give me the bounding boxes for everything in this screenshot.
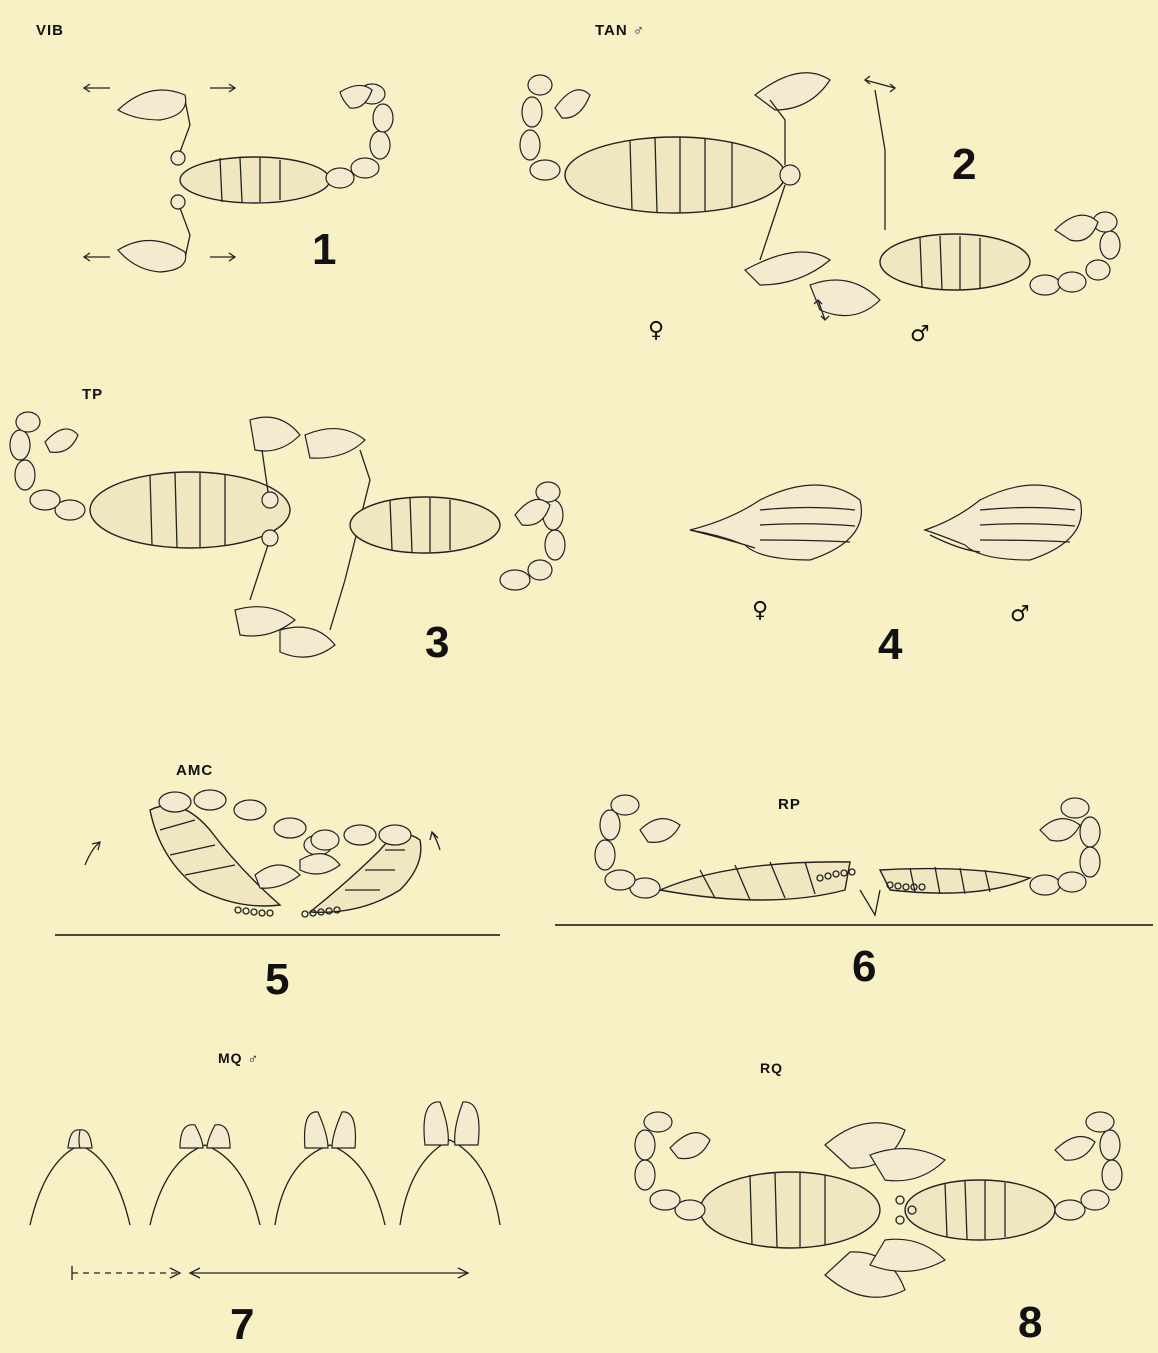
figure-2-number: 2 — [952, 140, 976, 190]
figure-4-male-symbol: ♂ — [1010, 602, 1030, 627]
figure-5-drawing — [0, 740, 520, 1010]
figure-2-drawing — [500, 0, 1158, 380]
figure-3-number: 3 — [425, 618, 449, 668]
figure-8-drawing — [600, 1060, 1158, 1353]
figure-7-number: 7 — [230, 1300, 254, 1350]
figure-4-number: 4 — [878, 620, 902, 670]
figure-2-male-symbol: ♂ — [910, 322, 930, 347]
figure-4: ♀ ♂ 4 — [660, 460, 1140, 690]
figure-8: RQ 8 — [600, 1060, 1158, 1353]
figure-5: AMC 5 — [0, 740, 520, 1010]
figure-6-number: 6 — [852, 942, 876, 992]
figure-7: MQ ♂ 7 — [0, 1010, 540, 1353]
figure-3: TP 3 — [0, 380, 600, 700]
figure-5-number: 5 — [265, 955, 289, 1005]
figure-1-number: 1 — [312, 225, 336, 275]
figure-6: RP 6 — [550, 740, 1158, 1010]
figure-2-female-symbol: ♀ — [648, 318, 664, 343]
figure-1-drawing — [0, 0, 580, 300]
figure-3-drawing — [0, 380, 600, 700]
figure-2: TAN ♂ 2 ♀ ♂ — [500, 0, 1158, 380]
figure-8-number: 8 — [1018, 1298, 1042, 1348]
figure-1: VIB 1 — [0, 0, 580, 300]
figure-4-female-symbol: ♀ — [752, 598, 768, 623]
figure-7-drawing — [0, 1010, 540, 1353]
